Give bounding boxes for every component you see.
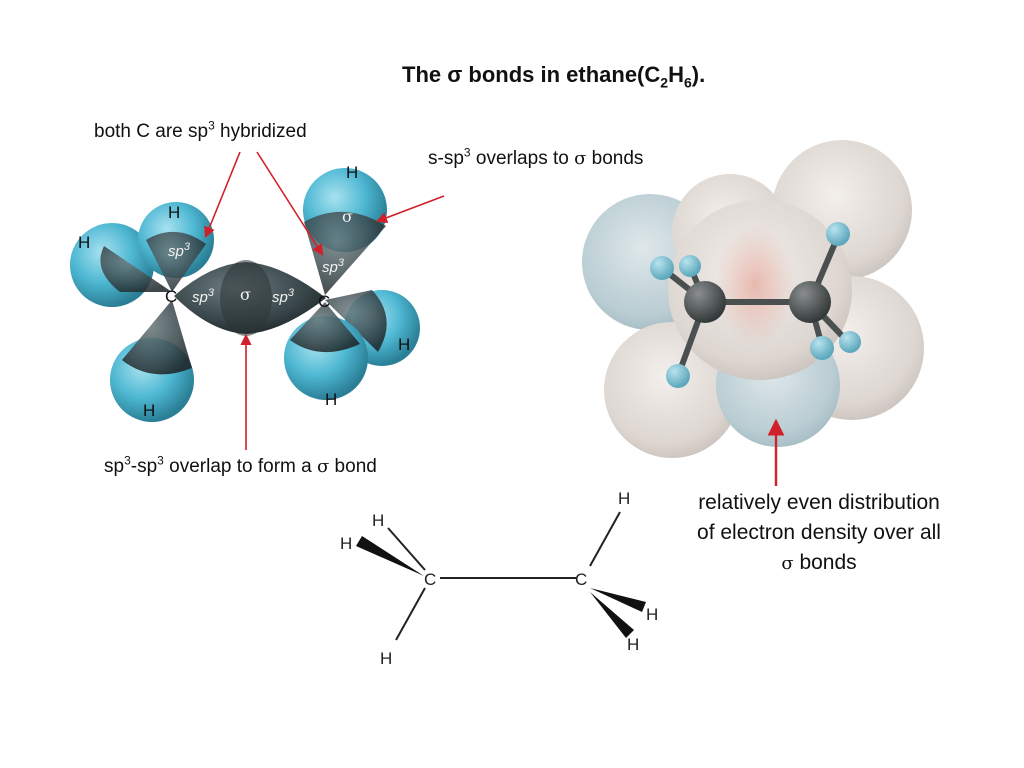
struct-h-label: H [646, 605, 658, 624]
skeleton-atoms [650, 222, 861, 388]
structural-formula: C C H H H H H H [340, 489, 658, 668]
ch-bond [395, 587, 426, 641]
atom-h-label: H [398, 335, 410, 354]
ch-bond [589, 511, 621, 567]
label-sp3-sp3-overlap: sp3-sp3 overlap to form a σ bond [104, 453, 377, 477]
annotation-arrows [204, 151, 785, 486]
label-both-c-hybridized: both C are sp3 hybridized [94, 118, 307, 142]
electron-density-model [582, 140, 924, 458]
wedge-bond [356, 536, 424, 576]
label-electron-distribution: relatively even distribution of electron… [697, 491, 941, 574]
h-top-right [303, 168, 387, 295]
struct-h-label: H [340, 534, 352, 553]
label-s-sp3-overlap: s-sp3 overlaps to σ bonds [428, 145, 644, 169]
h-bottom-right [284, 302, 368, 400]
orbital-sigma-label: σ [342, 207, 353, 226]
orbital-sp-label: sp3 [272, 287, 295, 306]
atom-c-label: C [318, 292, 330, 311]
wedge-bond [590, 592, 634, 638]
slide-title: The σ bonds in ethane(C2H6). [402, 62, 706, 91]
struct-c-label: C [424, 570, 436, 589]
orbital-sp-label: sp3 [322, 257, 345, 276]
h-top-left [138, 202, 214, 292]
orbital-sp-label: sp3 [168, 241, 191, 260]
h-bottom-left [110, 300, 194, 422]
h-upper-left [70, 223, 172, 307]
struct-h-label: H [627, 635, 639, 654]
atom-h-label: H [143, 401, 155, 420]
atom-h-label: H [325, 390, 337, 409]
atom-h-label: H [168, 203, 180, 222]
struct-h-label: H [618, 489, 630, 508]
arrow-hybrid-left [204, 151, 241, 239]
orbital-sp-label: sp3 [192, 287, 215, 306]
ch-bond [387, 527, 426, 571]
atom-c-label: C [165, 287, 177, 306]
struct-c-label: C [575, 570, 587, 589]
struct-h-label: H [372, 511, 384, 530]
cc-sigma-bond [174, 260, 326, 336]
orbital-sigma-label: σ [240, 285, 251, 304]
struct-h-label: H [380, 649, 392, 668]
orbital-model: H H H H H H C C sp3 sp3 sp3 sp3 σ σ [70, 163, 420, 422]
wedge-bond [590, 588, 646, 612]
arrow-s-sp3 [375, 195, 445, 224]
atom-h-label: H [346, 163, 358, 182]
arrow-hybrid-right [256, 151, 324, 256]
atom-h-label: H [78, 233, 90, 252]
